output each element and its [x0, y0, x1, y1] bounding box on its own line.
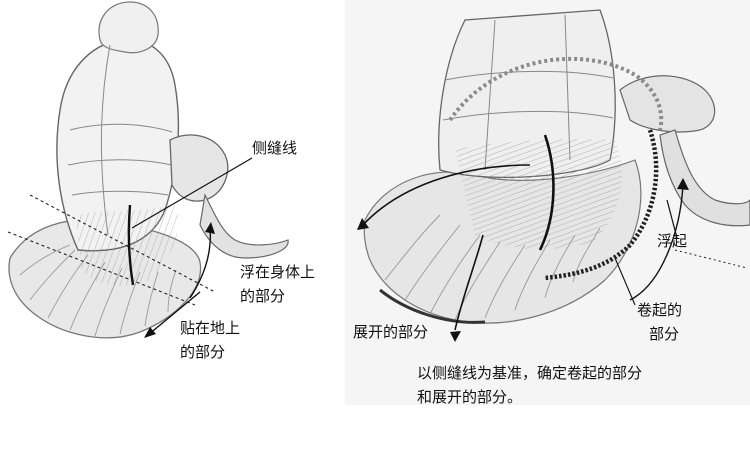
figure-leg [199, 193, 289, 259]
ground-arrow [147, 291, 201, 336]
spread-arrow-down [454, 234, 484, 331]
rolled-dotted-arc [448, 56, 664, 131]
ground-arrow-head [144, 327, 156, 338]
spread-arrow-down-head [450, 331, 461, 342]
dashed-guide-upper [29, 194, 216, 293]
side-seam-leader [131, 157, 253, 229]
spread-part-label: 展开的部分 [353, 323, 429, 341]
side-seam-label: 侧缝线 [252, 139, 298, 157]
floating-arrow [189, 227, 212, 299]
float-dotted-guide [674, 249, 748, 269]
floating-arrow-head [205, 222, 215, 234]
left-illustration: 侧缝线 浮在身体上 的部分 贴在地上 的部分 [0, 0, 345, 451]
rolled-arrow-small [666, 199, 678, 239]
floating-part-label-2: 的部分 [240, 287, 286, 305]
spread-arrow-left-head [357, 218, 369, 230]
ground-part-label-1: 贴在地上 [180, 319, 241, 337]
spread-arrow-left [362, 164, 531, 226]
rolled-leader [614, 257, 636, 306]
right-illustration: 浮起 卷起的 部分 展开的部分 以侧缝线为基准，确定卷起的部分 和展开的部分。 [345, 0, 750, 451]
body-shade [455, 139, 623, 250]
ground-part-label-2: 的部分 [180, 343, 226, 361]
float-up-label: 浮起 [657, 232, 688, 250]
figure-knee-right [619, 75, 716, 133]
figure-knee [169, 134, 229, 202]
left-sketch [7, 1, 289, 339]
figure-head [98, 1, 159, 54]
floating-part-label-1: 浮在身体上 [240, 263, 316, 281]
side-seam-line [127, 204, 135, 286]
figure-leg-right [659, 129, 750, 227]
rolled-part-label-1: 卷起的 [637, 301, 683, 319]
right-sketch [345, 0, 750, 405]
rolled-part-label-2: 部分 [649, 325, 680, 343]
construction-lines-right [442, 14, 614, 171]
side-seam-right [538, 134, 555, 251]
float-arrow [629, 184, 684, 301]
caption-line-2: 和展开的部分。 [417, 388, 523, 406]
caption-line-1: 以侧缝线为基准，确定卷起的部分 [417, 364, 643, 382]
float-arrow-head [677, 178, 689, 190]
spread-edge [379, 288, 486, 324]
construction-lines [67, 44, 173, 236]
